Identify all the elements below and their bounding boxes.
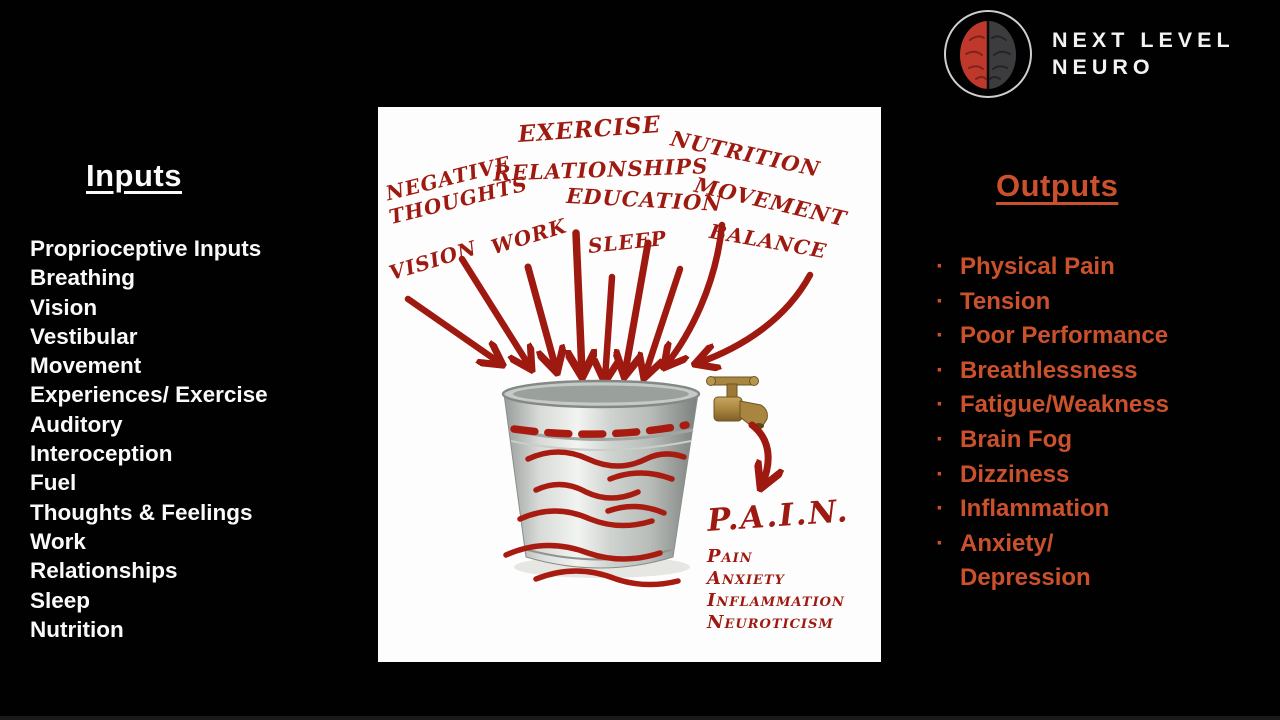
logo-line1: NEXT LEVEL [1052,28,1235,52]
list-item: ·Anxiety/ Depression [936,527,1266,596]
label-work: WORK [488,213,570,259]
arrow-relationships [576,229,582,373]
label-vision: VISION [386,236,479,285]
brain-logo-icon [944,10,1032,98]
bullet: · [936,425,944,453]
fill-level-dashed-line [510,421,690,438]
faucet-icon [706,376,768,429]
pain-line: Neuroticism [706,612,834,633]
label-balance: BALANCE [707,219,829,263]
list-item: Sleep [30,587,91,613]
arrow-work [524,263,556,369]
arrow-vision [404,295,500,363]
inputs-title: Inputs [86,158,182,193]
list-item: Interoception [30,441,173,467]
bucket-diagram-panel: EXERCISE RELATIONSHIPS NUTRITION NEGATIV… [378,107,881,662]
list-item: ·Inflammation [936,492,1266,527]
arrow-negative-thoughts [458,255,530,367]
label-sleep: SLEEP [587,226,668,258]
logo-line2: NEURO [1052,55,1155,79]
bullet: · [936,391,944,419]
arrow-balance [698,271,814,363]
list-item: ·Dizziness [936,458,1266,493]
arrow-movement [666,221,726,365]
bullet: · [936,356,944,384]
outputs-section: Outputs ·Physical Pain ·Tension ·Poor Pe… [936,168,1266,596]
label-exercise: EXERCISE [516,111,662,148]
bucket-fill-lines [503,421,690,588]
list-item: Relationships [30,558,178,584]
outflow-arrow [748,421,768,485]
list-item: ·Tension [936,285,1266,320]
list-item: ·Fatigue/Weakness [936,388,1266,423]
pain-line: Inflammation [706,590,845,611]
next-level-neuro-logo: NEXT LEVEL NEURO [942,8,1235,100]
bullet: · [936,287,944,315]
pain-line: Anxiety [705,568,786,589]
bullet: · [936,460,944,488]
list-item: Thoughts & Feelings [30,499,253,525]
list-item: ·Brain Fog [936,423,1266,458]
list-item: Proprioceptive Inputs [30,236,262,261]
list-item: ·Poor Performance [936,319,1266,354]
list-item: ·Breathlessness [936,354,1266,389]
list-item: Vision [30,294,98,320]
arrow-sleep [605,273,612,379]
input-arrows [404,221,814,379]
list-item: ·Physical Pain [936,250,1266,285]
list-item: Nutrition [30,616,124,642]
list-item: Experiences/ Exercise [30,382,268,408]
list-item: Vestibular [30,323,138,349]
list-item: Movement [30,353,142,379]
bottom-strip [0,716,1280,720]
pain-acronym: P.A.I.N. [705,493,850,539]
list-item: Fuel [30,470,77,496]
bullet: · [936,253,944,280]
outputs-list: ·Physical Pain ·Tension ·Poor Performanc… [936,250,1266,596]
list-item: Work [30,528,86,554]
list-item: Breathing [30,265,136,291]
inputs-list: Proprioceptive Inputs Breathing Vision V… [30,234,375,644]
bullet: · [936,495,944,523]
arrow-nutrition [645,265,684,375]
bucket-illustration: EXERCISE RELATIONSHIPS NUTRITION NEGATIV… [382,111,850,633]
bullet: · [936,322,944,350]
list-item: Auditory [30,411,123,437]
pain-block: P.A.I.N. Pain Anxiety Inflammation Neuro… [705,493,850,633]
arrow-education [625,239,652,373]
pain-line: Pain [706,546,753,567]
inputs-section: Inputs Proprioceptive Inputs Breathing V… [30,158,375,644]
outputs-title: Outputs [996,168,1119,203]
bullet: · [936,529,944,557]
